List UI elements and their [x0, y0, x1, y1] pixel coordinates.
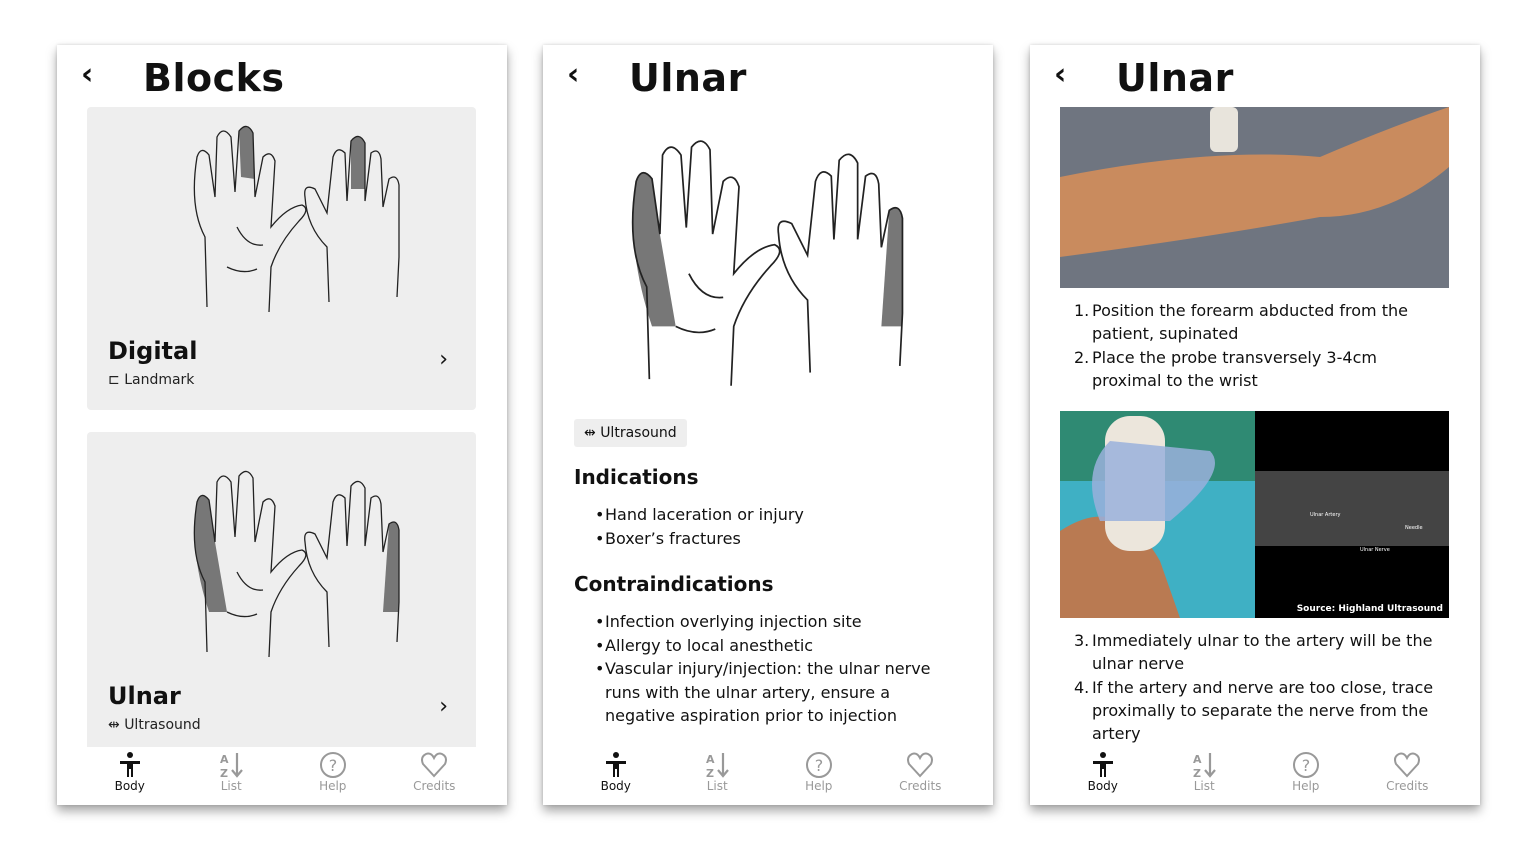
us-label-nerve: Ulnar Nerve	[1360, 547, 1390, 553]
card-title: Digital	[108, 337, 198, 365]
svg-text:A: A	[1193, 753, 1202, 766]
forearm-probe-photo	[1060, 107, 1449, 288]
block-card-digital[interactable]: Digital ⊏ Landmark ›	[87, 107, 476, 410]
screen-ulnar-technique: ‹ Ulnar 1.Position the forearm abducted …	[1030, 45, 1480, 805]
nav-label: Body	[1087, 779, 1118, 793]
step-item: 3.Immediately ulnar to the artery will b…	[1074, 631, 1433, 674]
svg-text:?: ?	[815, 756, 824, 775]
nav-tab-credits[interactable]: Credits	[384, 747, 486, 805]
svg-text:A: A	[220, 753, 229, 766]
back-chevron-icon[interactable]: ‹	[1054, 57, 1067, 92]
nav-tab-body[interactable]: Body	[79, 747, 181, 805]
card-tag: ⇹ Ultrasound	[108, 717, 201, 733]
header: ‹ Ulnar	[543, 53, 993, 103]
nav-tab-body[interactable]: Body	[565, 747, 667, 805]
page-title: Ulnar	[629, 56, 747, 100]
list-item: Allergy to local anesthetic	[595, 634, 945, 658]
hands-illustration	[193, 125, 400, 313]
nav-label: Credits	[899, 779, 942, 793]
svg-text:Z: Z	[706, 767, 714, 779]
page-title: Ulnar	[1116, 56, 1234, 100]
help-circle-icon: ?	[1292, 752, 1319, 778]
nav-label: Body	[600, 779, 631, 793]
list-item: Infection overlying injection site	[595, 610, 945, 634]
nav-label: List	[220, 779, 242, 793]
screen-ulnar-info: ‹ Ulnar ⇹ Ultrasound Indications Hand la…	[543, 45, 993, 805]
hands-illustration	[193, 470, 400, 658]
card-tag: ⊏ Landmark	[108, 372, 195, 388]
back-chevron-icon[interactable]: ‹	[81, 57, 94, 92]
nav-label: Help	[805, 779, 833, 793]
list-item: Hand laceration or injury	[595, 503, 945, 527]
step-item: 1.Position the forearm abducted from the…	[1074, 301, 1408, 344]
step-item: 2.Place the probe transversely 3-4cm pro…	[1074, 347, 1377, 390]
ultrasound-icon: ⇹	[584, 425, 601, 441]
landmark-icon: ⊏	[108, 372, 125, 388]
ultrasound-image: Ulnar Artery Ulnar Nerve Needle Source: …	[1060, 411, 1449, 618]
person-icon	[119, 752, 140, 777]
hands-illustration	[631, 140, 904, 387]
card-title: Ulnar	[108, 682, 181, 710]
svg-text:Z: Z	[1193, 767, 1201, 779]
indications-list: Hand laceration or injury Boxer’s fractu…	[595, 503, 945, 550]
indications-heading: Indications	[574, 465, 699, 489]
help-circle-icon: ?	[319, 752, 346, 778]
step-item: 4.If the artery and nerve are too close,…	[1074, 677, 1434, 744]
svg-text:?: ?	[329, 756, 338, 775]
svg-text:A: A	[706, 753, 715, 766]
help-circle-icon: ?	[805, 752, 832, 778]
heart-icon	[1394, 752, 1421, 778]
image-source: Source: Highland Ultrasound	[1297, 604, 1443, 614]
screen-blocks: ‹ Blocks Digital ⊏ Landmark › Ulnar ⇹ Ul…	[57, 45, 507, 805]
nav-label: List	[706, 779, 728, 793]
chevron-right-icon[interactable]: ›	[439, 694, 448, 719]
header: ‹ Ulnar	[1030, 53, 1480, 103]
nav-tab-credits[interactable]: Credits	[1357, 747, 1459, 805]
us-label-needle: Needle	[1405, 525, 1423, 531]
nav-label: Credits	[1386, 779, 1429, 793]
chevron-right-icon[interactable]: ›	[439, 347, 448, 372]
sort-az-icon: AZ	[220, 753, 244, 779]
list-item: Boxer’s fractures	[595, 527, 945, 551]
nav-label: Body	[114, 779, 145, 793]
ultrasound-icon: ⇹	[108, 717, 125, 733]
nav-tab-body[interactable]: Body	[1052, 747, 1154, 805]
heart-icon	[907, 752, 934, 778]
svg-text:Z: Z	[220, 767, 228, 779]
nav-tab-help[interactable]: ? Help	[282, 747, 384, 805]
header: ‹ Blocks	[57, 53, 507, 103]
svg-text:?: ?	[1302, 756, 1311, 775]
nav-label: Help	[1292, 779, 1320, 793]
ultrasound-badge: ⇹ Ultrasound	[574, 419, 687, 447]
back-chevron-icon[interactable]: ‹	[567, 57, 580, 92]
nav-label: Credits	[413, 779, 456, 793]
nav-label: Help	[319, 779, 347, 793]
person-icon	[1092, 752, 1113, 777]
steps-list-b: 3.Immediately ulnar to the artery will b…	[1060, 629, 1450, 745]
nav-label: List	[1193, 779, 1215, 793]
list-item: Vascular injury/injection: the ulnar ner…	[595, 657, 945, 728]
heart-icon	[421, 752, 448, 778]
person-icon	[605, 752, 626, 777]
sort-az-icon: AZ	[706, 753, 730, 779]
contraindications-heading: Contraindications	[574, 572, 774, 596]
page-title: Blocks	[143, 56, 285, 100]
contraindications-list: Infection overlying injection site Aller…	[595, 610, 945, 728]
nav-tab-help[interactable]: ? Help	[1255, 747, 1357, 805]
nav-tab-help[interactable]: ? Help	[768, 747, 870, 805]
us-label-artery: Ulnar Artery	[1310, 512, 1340, 518]
steps-list-a: 1.Position the forearm abducted from the…	[1060, 299, 1450, 392]
sort-az-icon: AZ	[1193, 753, 1217, 779]
nav-tab-credits[interactable]: Credits	[870, 747, 972, 805]
block-card-ulnar[interactable]: Ulnar ⇹ Ultrasound ›	[87, 432, 476, 752]
